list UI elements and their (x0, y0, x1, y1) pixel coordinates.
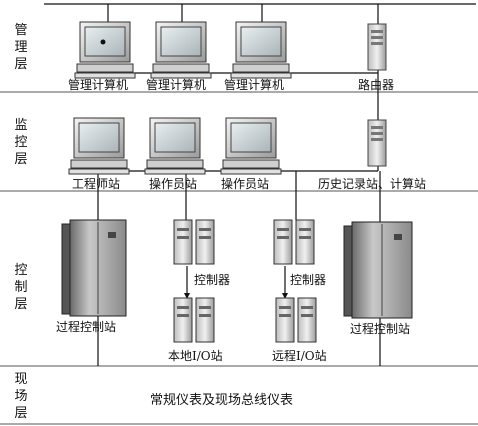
operator-station-2-label: 操作员站 (221, 177, 270, 191)
history-station-server (367, 119, 387, 167)
management-pc-2-label: 管理计算机 (146, 78, 207, 92)
layer-label-control: 控制层 (14, 263, 28, 312)
process-control-cabinet-right (343, 221, 413, 319)
operator-station-pc-1 (144, 117, 206, 175)
history-station-label: 历史记录站、计算站 (318, 177, 427, 191)
management-pc-2 (150, 21, 212, 79)
local-io-station (173, 297, 215, 343)
router-label: 路由器 (358, 78, 395, 92)
process-control-left-label: 过程控制站 (56, 320, 117, 334)
remote-io-label: 远程I/O站 (272, 349, 327, 363)
controller-right-label: 控制器 (290, 273, 327, 287)
controller-right (273, 219, 315, 265)
remote-io-station (275, 297, 317, 343)
engineer-station-pc (68, 117, 130, 175)
layer-label-monitoring: 监控层 (14, 118, 28, 167)
engineer-station-label: 工程师站 (72, 177, 121, 191)
process-control-cabinet-left (61, 219, 127, 317)
layer-label-management: 管理层 (14, 23, 28, 72)
controller-left (173, 219, 215, 265)
local-io-label: 本地I/O站 (168, 349, 223, 363)
controller-left-label: 控制器 (194, 273, 231, 287)
management-pc-3-label: 管理计算机 (224, 78, 285, 92)
process-control-right-label: 过程控制站 (350, 322, 411, 336)
management-pc-1-label: 管理计算机 (68, 78, 129, 92)
management-pc-3 (230, 21, 292, 79)
layer-label-field: 现场层 (14, 372, 28, 421)
operator-station-1-label: 操作员站 (149, 177, 198, 191)
router-device (367, 23, 387, 71)
field-instruments-label: 常规仪表及现场总线仪表 (150, 393, 294, 408)
operator-station-pc-2 (220, 117, 282, 175)
management-pc-1 (74, 21, 136, 79)
